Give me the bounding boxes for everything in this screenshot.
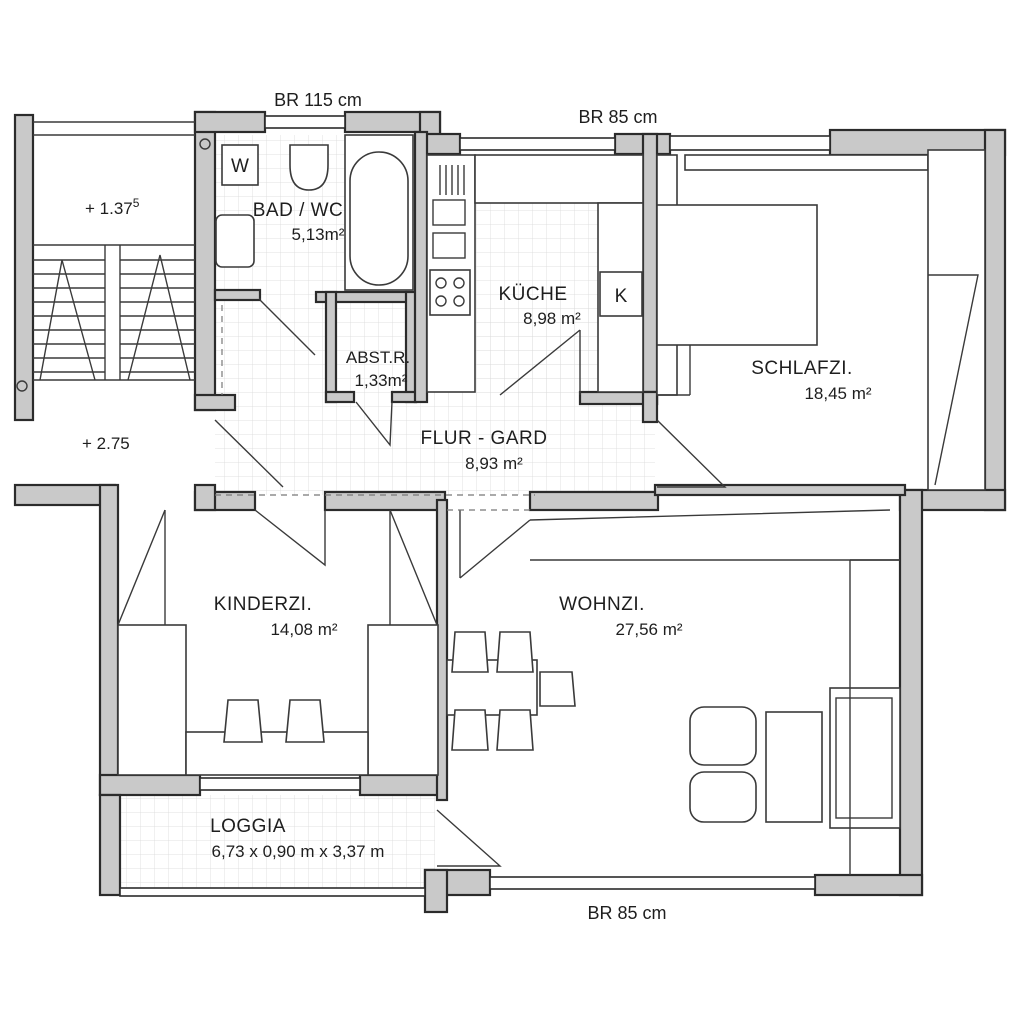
bathtub-inner	[349, 151, 409, 286]
chair-1	[223, 699, 263, 743]
level-marker: +	[82, 434, 97, 453]
bathroom-fixtures	[215, 134, 414, 291]
toilet-icon	[289, 144, 329, 191]
room-name-flur: FLUR - GARD	[421, 428, 548, 449]
room-name-bad: BAD / WC	[253, 200, 344, 221]
kitchen-fixtures	[426, 154, 644, 393]
room-name-wohnzi: WOHNZI.	[559, 594, 645, 615]
level-lower-value: 2.75	[97, 434, 130, 453]
dimension-top-left: BR 115 cm	[274, 90, 362, 110]
level-upper-sup: 5	[133, 196, 140, 210]
room-area-kueche: 8,98 m²	[523, 309, 581, 328]
room-area-wohnzi: 27,56 m²	[615, 620, 682, 639]
fridge	[599, 271, 643, 317]
dimension-bottom: BR 85 cm	[587, 903, 666, 923]
stove-icon	[429, 269, 471, 316]
room-name-abst: ABST.R.	[346, 348, 410, 367]
bed	[656, 204, 818, 346]
coffee-table	[765, 711, 823, 823]
washbasin-icon	[215, 214, 255, 268]
room-area-schlafzi: 18,45 m²	[804, 384, 871, 403]
dimension-top-right: BR 85 cm	[578, 107, 657, 127]
kinderzi-furniture	[117, 509, 439, 776]
doors	[214, 298, 900, 867]
washer-label: W	[231, 156, 249, 177]
armchair-2	[689, 771, 757, 823]
staircase	[16, 121, 211, 392]
armchair-1	[689, 706, 757, 766]
room-area-loggia: 6,73 x 0,90 m x 3,37 m	[212, 842, 385, 861]
chair-2	[285, 699, 325, 743]
level-marker: +	[85, 199, 100, 218]
room-name-kueche: KÜCHE	[498, 284, 567, 305]
level-lower: + 2.75	[82, 434, 130, 453]
room-area-kinderzi: 14,08 m²	[270, 620, 337, 639]
wohnzi-furniture	[446, 559, 901, 875]
wardrobe	[927, 149, 986, 491]
labels: BR 115 cm BR 85 cm BR 85 cm + 1.375 + 2.…	[82, 90, 872, 923]
windows	[119, 115, 831, 897]
room-name-loggia: LOGGIA	[210, 816, 286, 837]
fridge-label: K	[615, 286, 628, 307]
room-area-flur: 8,93 m²	[465, 454, 523, 473]
desk	[185, 731, 369, 776]
bedroom-furniture	[656, 149, 986, 491]
room-name-schlafzi: SCHLAFZI.	[751, 358, 853, 379]
level-upper: + 1.375	[85, 196, 140, 218]
washing-machine	[221, 144, 259, 186]
room-area-bad: 5,13m²	[292, 225, 345, 244]
sofa	[829, 687, 901, 829]
room-name-kinderzi: KINDERZI.	[214, 594, 312, 615]
level-upper-value: 1.37	[100, 199, 133, 218]
room-area-abst: 1,33m²	[355, 371, 408, 390]
